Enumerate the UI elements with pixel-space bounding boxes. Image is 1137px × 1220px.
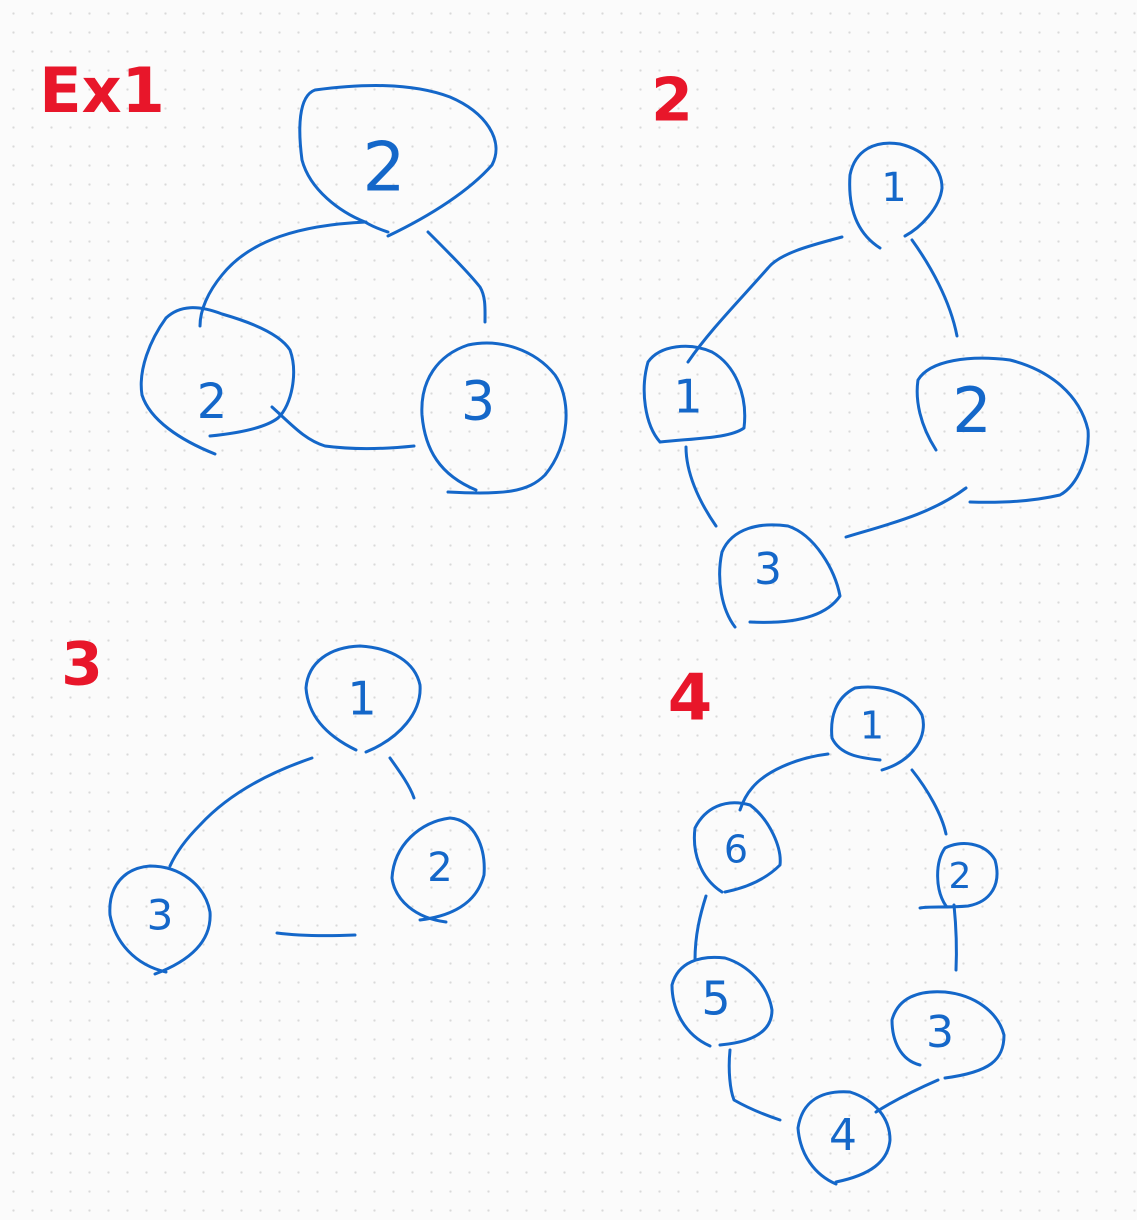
node-ex4-3 [890, 990, 1006, 1080]
edge-ex3-top-right [388, 756, 416, 800]
node-label: 2 [197, 374, 228, 430]
node-ex2-left [642, 344, 747, 444]
node-ex2-right [915, 356, 1090, 504]
example-2-label: 2 [651, 66, 693, 136]
example-3: 3 1 3 2 [61, 630, 486, 976]
node-ex3-left [108, 864, 212, 976]
node-ex4-1 [830, 685, 925, 772]
edge-ex4-2-3 [952, 903, 958, 972]
edge-ex4-top-right [910, 768, 948, 836]
node-label: 4 [829, 1110, 857, 1161]
node-ex3-top [304, 644, 422, 754]
example-4-label: 4 [668, 662, 713, 736]
edge-ex3-top-left [168, 756, 314, 868]
example-3-label: 3 [61, 630, 103, 700]
node-ex4-5 [670, 955, 774, 1048]
node-ex2-bottom [718, 523, 842, 629]
example-1: Ex1 2 2 3 [39, 54, 568, 495]
edge-ex2-left-bottom [684, 445, 718, 528]
edge-ex2-right-bottom [844, 486, 968, 539]
node-label: 2 [952, 374, 991, 447]
node-label: 6 [724, 828, 748, 872]
node-ex1-right [420, 341, 568, 495]
edge-ex3-left-right [275, 931, 357, 938]
node-label: 3 [461, 370, 495, 433]
node-ex2-top [848, 141, 944, 250]
node-ex4-2 [918, 842, 999, 910]
edge-ex4-5-4 [727, 1048, 782, 1122]
edge-ex4-top-left [738, 752, 830, 812]
node-label: 2 [427, 845, 452, 891]
edge-ex4-3-4 [874, 1078, 940, 1114]
node-ex4-4 [796, 1090, 892, 1186]
node-label: 3 [754, 544, 782, 595]
node-ex1-root [298, 84, 498, 238]
node-ex1-left [139, 306, 296, 456]
node-label: 1 [860, 704, 884, 748]
edge-ex2-top-left [686, 235, 844, 364]
edge-ex4-6-5 [693, 894, 708, 962]
node-label: 3 [926, 1007, 954, 1058]
node-label: 1 [347, 672, 376, 726]
example-2: 2 1 1 2 3 [642, 66, 1090, 629]
node-ex4-6 [692, 801, 782, 894]
edge-ex1-left-right [270, 405, 416, 451]
example-4: 4 1 6 2 5 3 4 [668, 662, 1006, 1186]
node-label: 2 [949, 856, 972, 897]
node-label: 2 [362, 129, 405, 208]
example-1-label: Ex1 [39, 54, 164, 127]
edge-ex1-root-left [198, 220, 368, 328]
node-label: 1 [673, 370, 702, 424]
node-ex3-right [390, 816, 486, 924]
edge-ex2-top-right [910, 238, 959, 338]
edge-ex1-root-right [426, 230, 487, 324]
node-label: 1 [881, 165, 906, 211]
node-label: 3 [147, 891, 174, 940]
node-label: 5 [701, 972, 730, 1026]
